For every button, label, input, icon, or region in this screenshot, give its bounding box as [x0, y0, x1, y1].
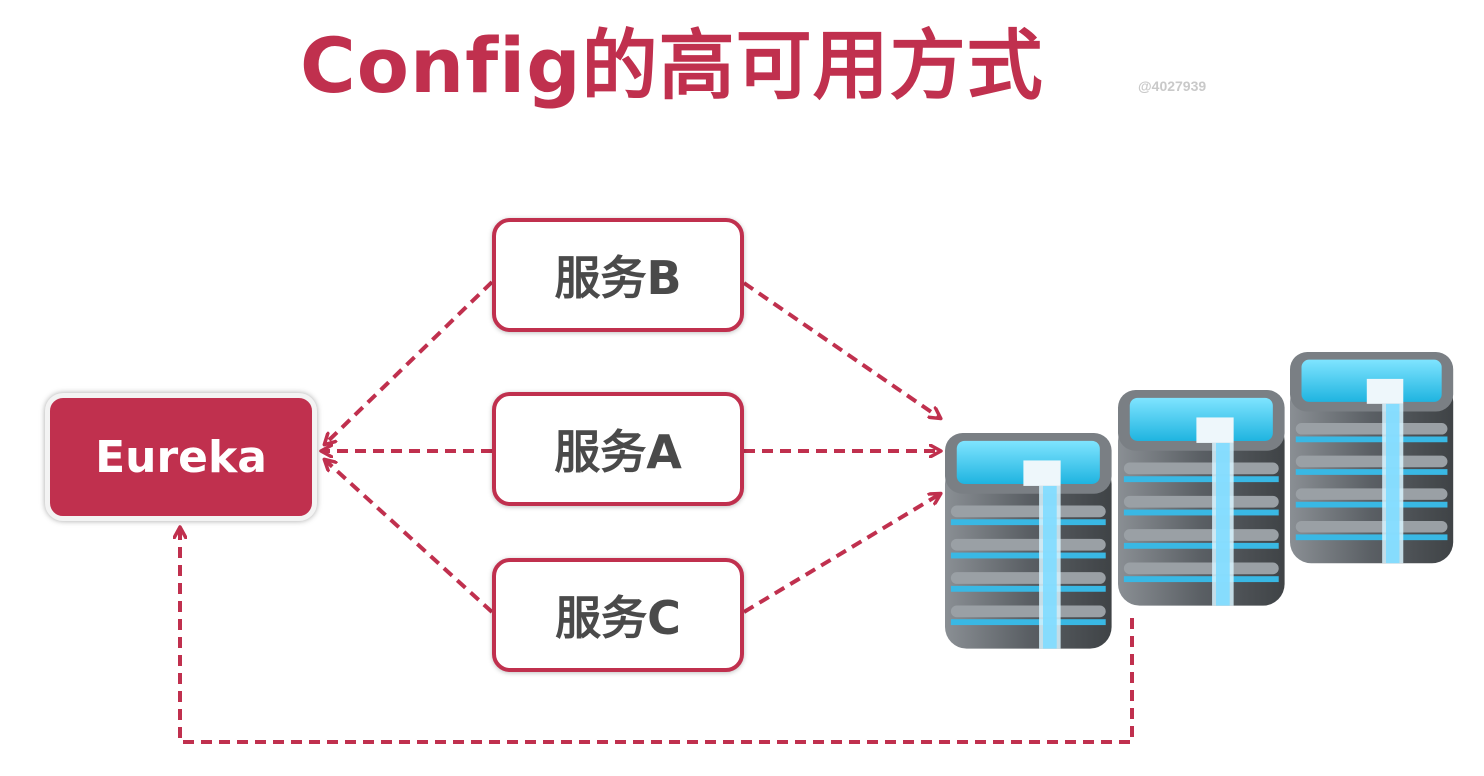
- arrow-b-to-servers: [742, 281, 940, 418]
- arrow-c-to-eureka: [325, 460, 494, 614]
- service-c-node: 服务C: [492, 558, 744, 672]
- watermark: @4027939: [1138, 78, 1207, 94]
- service-b-node: 服务B: [492, 218, 744, 332]
- page-title: Config的高可用方式: [300, 21, 1044, 110]
- arrow-servers-to-eureka: [180, 528, 1134, 744]
- arrow-b-to-eureka: [325, 280, 494, 444]
- eureka-node: Eureka: [45, 393, 317, 521]
- service-a-node: 服务A: [492, 392, 744, 506]
- server-stack-icon: [1118, 390, 1285, 606]
- server-stack-icon: [945, 433, 1112, 649]
- server-stack-icon: [1290, 352, 1454, 564]
- arrow-c-to-servers: [742, 494, 940, 614]
